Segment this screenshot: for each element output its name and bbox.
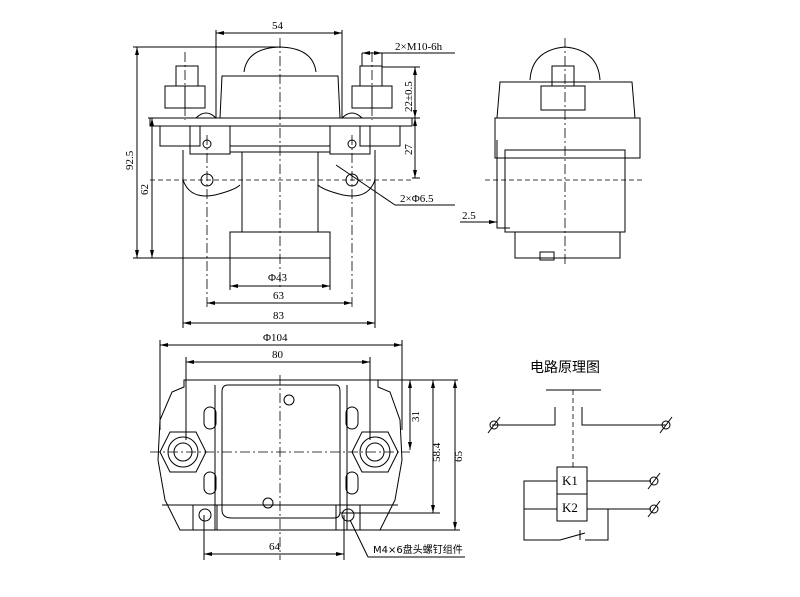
dim-27: 27 [403,144,415,156]
side-view: 2.5 [460,38,645,265]
dim-holes: 2×Φ6.5 [400,193,434,205]
dim-92-5: 92.5 [124,150,136,170]
dim-thread: 2×M10-6h [395,41,443,53]
bottom-view: Φ104 80 31 58.4 65 64 M4×6盘头螺钉组件 [150,332,465,560]
coil-k2: K2 [562,500,578,515]
dim-62: 62 [139,184,151,195]
coil-k1: K1 [562,473,578,488]
dim-64: 64 [269,541,281,553]
dim-31: 31 [410,411,422,422]
dim-54: 54 [272,20,284,32]
front-view: 54 92.5 62 2×M10-6h 22±0.5 27 2×Φ6.5 Φ43… [124,20,455,328]
dim-22: 22±0.5 [403,81,415,112]
circuit-title: 电路原理图 [530,360,600,376]
dim-58-4: 58.4 [431,442,443,462]
dim-coil-dia: Φ43 [268,272,288,284]
dim-63: 63 [273,290,285,302]
circuit-diagram: 电路原理图 K1 K2 [487,360,673,541]
dim-2-5: 2.5 [462,210,476,222]
dim-65: 65 [453,451,465,463]
dim-80: 80 [272,349,284,361]
dim-83: 83 [273,310,285,322]
screw-label: M4×6盘头螺钉组件 [373,543,463,556]
dim-104: Φ104 [263,332,288,344]
